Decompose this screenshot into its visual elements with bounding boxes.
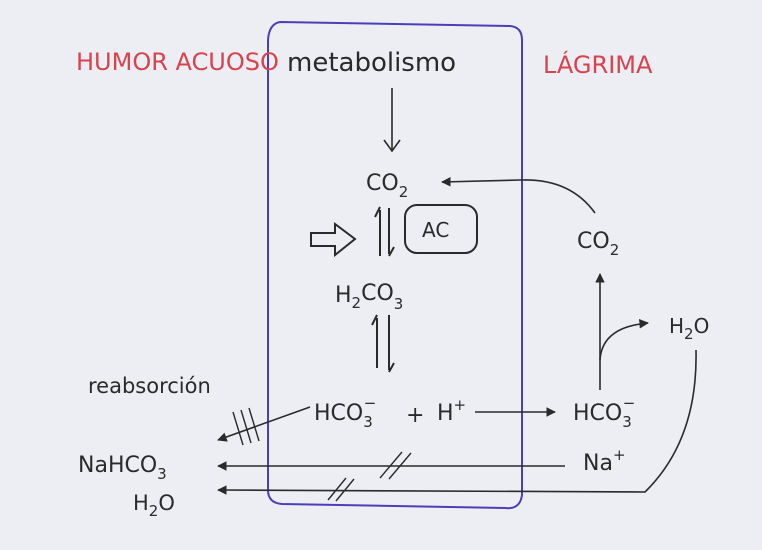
metabolismo-label: metabolismo [287,48,456,78]
tear-co2: CO2 [577,229,619,259]
region-label-lagrima: LÁGRIMA [543,50,653,79]
arrow-to-h2o [599,318,649,361]
tear-na-plus: Na+ [583,446,626,476]
equilibrium-arrows-2 [371,314,395,373]
arrow-co2-diffusion [441,176,596,214]
arrow-h2o-return [217,349,697,495]
block-marks-1 [232,407,260,446]
region-label-humor-acuoso: HUMOR ACUOSO [76,48,279,76]
block-marks-3 [327,477,355,502]
reabsorcion-label: reabsorción [88,374,211,398]
cell-hco3: HCO3− [314,394,376,431]
enzyme-box [404,204,478,254]
hollow-arrow-icon [310,222,357,258]
cell-co2: CO2 [366,171,408,201]
arrow-hco3-reabsorption [217,406,311,442]
cell-plus: + [406,403,424,428]
block-marks-2 [379,451,412,480]
tear-hco3: HCO3− [573,394,635,431]
cell-boundary-box [267,20,523,510]
cell-h-plus: H+ [437,396,466,426]
tear-h2o: H2O [669,314,709,343]
equilibrium-arrows-1 [374,206,395,257]
cell-h2co3: H2CO3 [335,281,403,313]
metabolismo-arrowhead [383,139,401,153]
humor-nahco3: NaHCO3 [78,453,167,483]
enzyme-label-ac: AC [422,218,449,242]
humor-h2o: H2O [133,491,175,520]
